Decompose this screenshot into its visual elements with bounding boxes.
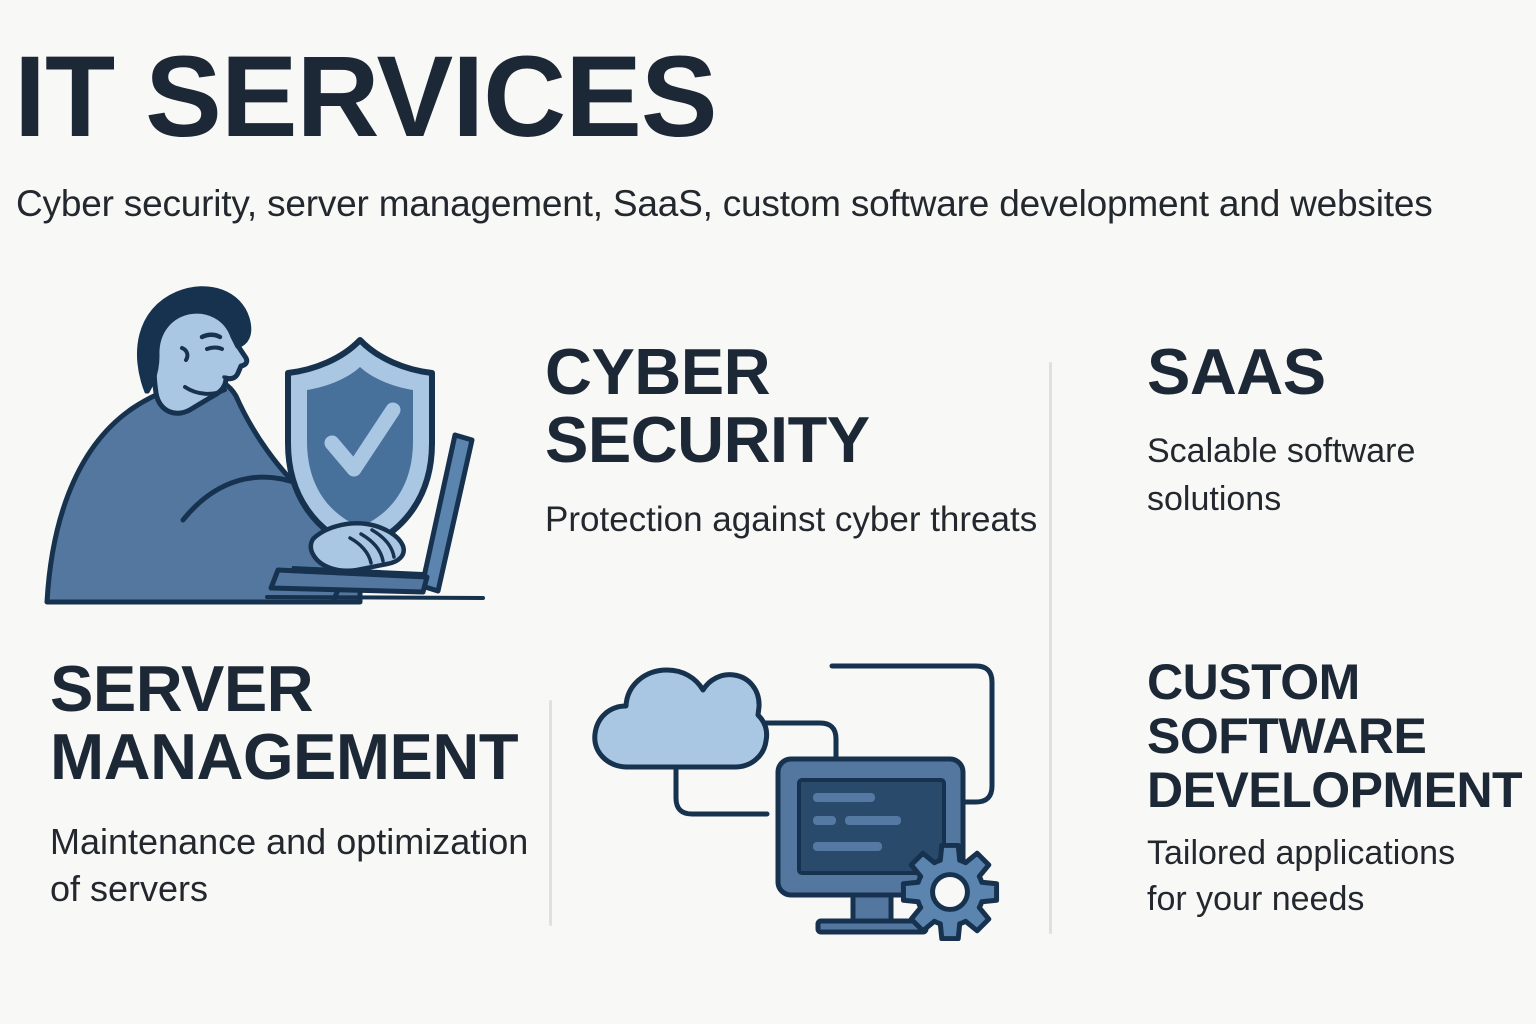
cyber-security-illustration <box>35 280 505 610</box>
laptop-icon <box>265 432 485 600</box>
section-custom-software-development: CUSTOM SOFTWARE DEVELOPMENT Tailored app… <box>1147 655 1532 923</box>
gear-icon <box>900 842 1000 942</box>
connector-lines <box>673 663 995 817</box>
cloud-computing-illustration <box>560 630 1030 975</box>
section-title: SERVER MANAGEMENT <box>50 652 550 794</box>
code-line <box>813 816 836 825</box>
code-line <box>845 816 901 825</box>
section-title-line: DEVELOPMENT <box>1147 762 1523 818</box>
section-title-line: CUSTOM <box>1147 654 1360 710</box>
section-server-management: SERVER MANAGEMENT Maintenance and optimi… <box>50 652 550 913</box>
page-title: IT SERVICES <box>14 33 718 161</box>
section-title-line: MANAGEMENT <box>50 720 519 794</box>
vertical-divider-right <box>1049 362 1052 934</box>
section-description: Tailored applications for your needs <box>1147 834 1456 918</box>
code-line <box>813 793 875 802</box>
monitor-stand <box>850 892 894 924</box>
hand <box>308 521 406 573</box>
section-title: SAAS <box>1147 335 1517 408</box>
section-description: Scalable software solutions <box>1147 432 1416 518</box>
section-saas: SAAS Scalable software solutions <box>1147 335 1517 523</box>
section-title-line: SECURITY <box>545 403 870 477</box>
code-line <box>813 842 882 851</box>
cloud-icon <box>592 667 770 770</box>
section-title: CUSTOM SOFTWARE DEVELOPMENT <box>1147 655 1532 817</box>
section-description: Maintenance and optimization of servers <box>50 820 529 910</box>
section-description: Protection against cyber threats <box>545 499 1038 539</box>
section-title-line: SOFTWARE <box>1147 708 1427 764</box>
section-title: CYBER SECURITY <box>545 335 1050 477</box>
person-figure <box>44 286 368 605</box>
section-title-line: SERVER <box>50 652 314 725</box>
section-cyber-security: CYBER SECURITY Protection against cyber … <box>545 335 1050 542</box>
monitor-base <box>815 918 929 935</box>
vertical-divider-bottom-left <box>549 700 552 926</box>
page-subtitle: Cyber security, server management, SaaS,… <box>16 183 1433 224</box>
header: IT SERVICES Cyber security, server manag… <box>14 40 1433 226</box>
section-title-line: SAAS <box>1147 335 1326 408</box>
section-title-line: CYBER <box>545 335 771 408</box>
